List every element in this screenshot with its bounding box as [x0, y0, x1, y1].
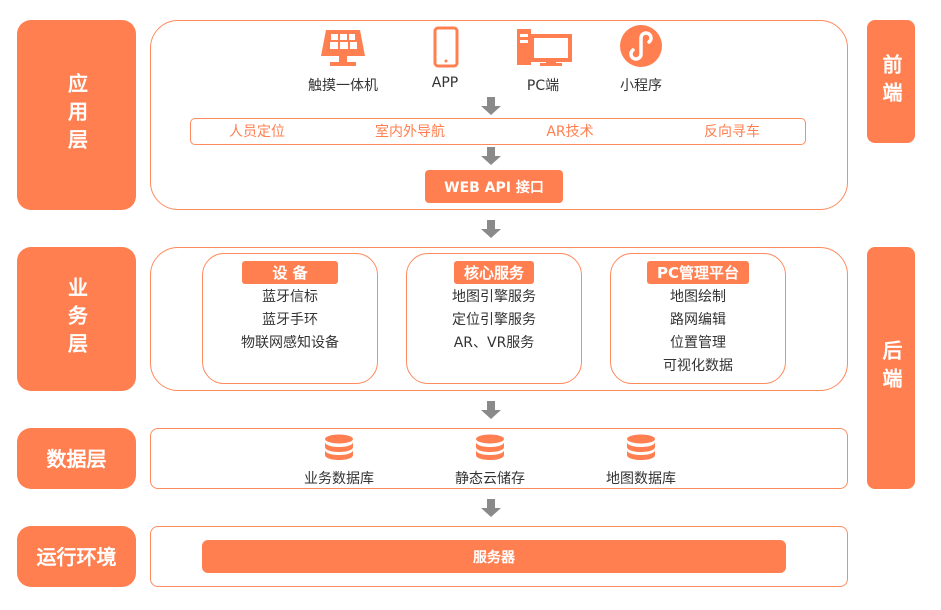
module-item: 可视化数据: [663, 358, 733, 374]
client-label: 触摸一体机: [308, 78, 378, 94]
down-arrow-icon: [481, 97, 501, 115]
module-item: 地图绘制: [670, 289, 726, 305]
feature-bar: [190, 118, 806, 145]
module-item: 蓝牙手环: [262, 312, 318, 328]
module-core-services: 核心服务 地图引擎服务 定位引擎服务 AR、VR服务: [406, 253, 582, 384]
runtime-layer-panel: [150, 526, 848, 587]
module-pc-admin: PC管理平台 地图绘制 路网编辑 位置管理 可视化数据: [610, 253, 786, 384]
side-label-frontend: 前端: [867, 20, 915, 143]
database-icon: [476, 434, 504, 460]
web-api-button: WEB API 接口: [425, 170, 563, 203]
module-item: 路网编辑: [670, 312, 726, 328]
module-item: 物联网感知设备: [241, 335, 339, 351]
down-arrow-icon: [481, 220, 501, 238]
database-label: 静态云储存: [455, 471, 525, 487]
feature-item: AR技术: [546, 124, 594, 140]
module-devices: 设 备 蓝牙信标 蓝牙手环 物联网感知设备: [202, 253, 378, 384]
down-arrow-icon: [481, 147, 501, 165]
layer-label-business: 业务层: [17, 247, 136, 391]
module-item: 位置管理: [670, 335, 726, 351]
desktop-icon: [517, 29, 572, 66]
phone-icon: [433, 26, 459, 68]
feature-item: 室内外导航: [375, 124, 445, 140]
module-item: 蓝牙信标: [262, 289, 318, 305]
app-layer-panel: [150, 20, 848, 210]
database-icon: [627, 434, 655, 460]
mini-program-icon: [620, 25, 662, 67]
down-arrow-icon: [481, 499, 501, 517]
layer-label-runtime: 运行环境: [17, 526, 136, 587]
database-icon: [325, 434, 353, 460]
module-item: 定位引擎服务: [452, 312, 536, 328]
module-title: PC管理平台: [646, 261, 749, 284]
module-title: 核心服务: [453, 261, 534, 284]
module-title: 设 备: [242, 261, 338, 284]
module-item: 地图引擎服务: [452, 289, 536, 305]
client-label: 小程序: [620, 78, 662, 94]
business-layer-panel: [150, 247, 848, 391]
down-arrow-icon: [481, 401, 501, 419]
client-label: PC端: [526, 78, 560, 94]
feature-item: 反向寻车: [704, 124, 760, 140]
module-item: AR、VR服务: [453, 335, 535, 351]
server-bar: 服务器: [202, 540, 786, 573]
side-label-backend: 后端: [867, 247, 915, 489]
client-label: APP: [431, 75, 459, 91]
database-label: 地图数据库: [606, 471, 676, 487]
layer-label-data: 数据层: [17, 428, 136, 489]
feature-item: 人员定位: [229, 124, 285, 140]
data-layer-panel: [150, 428, 848, 489]
database-label: 业务数据库: [304, 471, 374, 487]
kiosk-icon: [321, 30, 365, 66]
layer-label-app: 应用层: [17, 20, 136, 210]
